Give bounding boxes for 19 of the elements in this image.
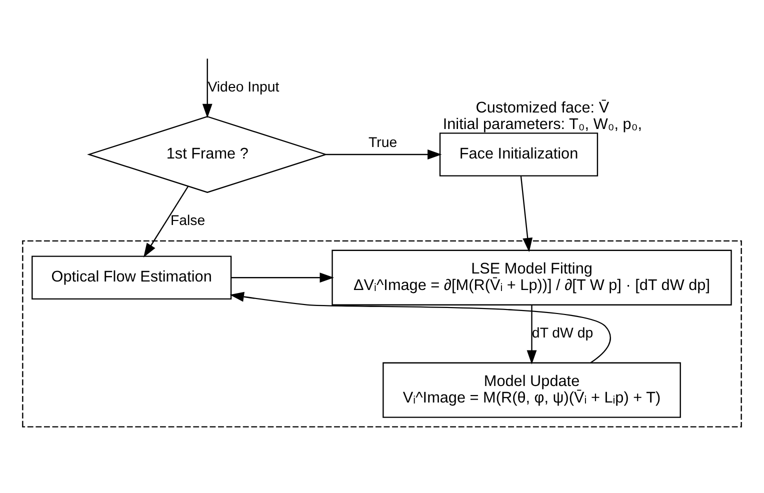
edge-label: dT dW dp (532, 325, 594, 342)
node-box: Model Update Vᵢ^Image = M(R(θ, φ, ψ)(V̄ᵢ + Lᵢp) + T) (382, 362, 681, 418)
arrow (520, 176, 533, 252)
arrow (230, 291, 611, 363)
node-box: Optical Flow Estimation (32, 255, 232, 300)
edge-label: True (368, 134, 398, 150)
edge-label: False (170, 212, 206, 229)
node-box: LSE Model Fitting ΔVᵢ^Image = ∂[M(R(V̄ᵢ + Lp))] / ∂[T W p] · [dT dW dp] (332, 249, 732, 305)
arrow (202, 58, 212, 118)
edge-label: Video Input (208, 78, 280, 95)
arrow (526, 304, 537, 364)
cluster (22, 240, 742, 427)
arrow (231, 272, 334, 282)
node-label: Initial parameters: T₀, W₀, p₀, (442, 115, 642, 132)
node-box: Face Initialization (439, 132, 598, 176)
arrow (144, 186, 189, 257)
node-diamond: 1st Frame ? (87, 115, 328, 192)
arrow (326, 149, 442, 159)
node-label: Customized face: V̄ (476, 98, 610, 116)
